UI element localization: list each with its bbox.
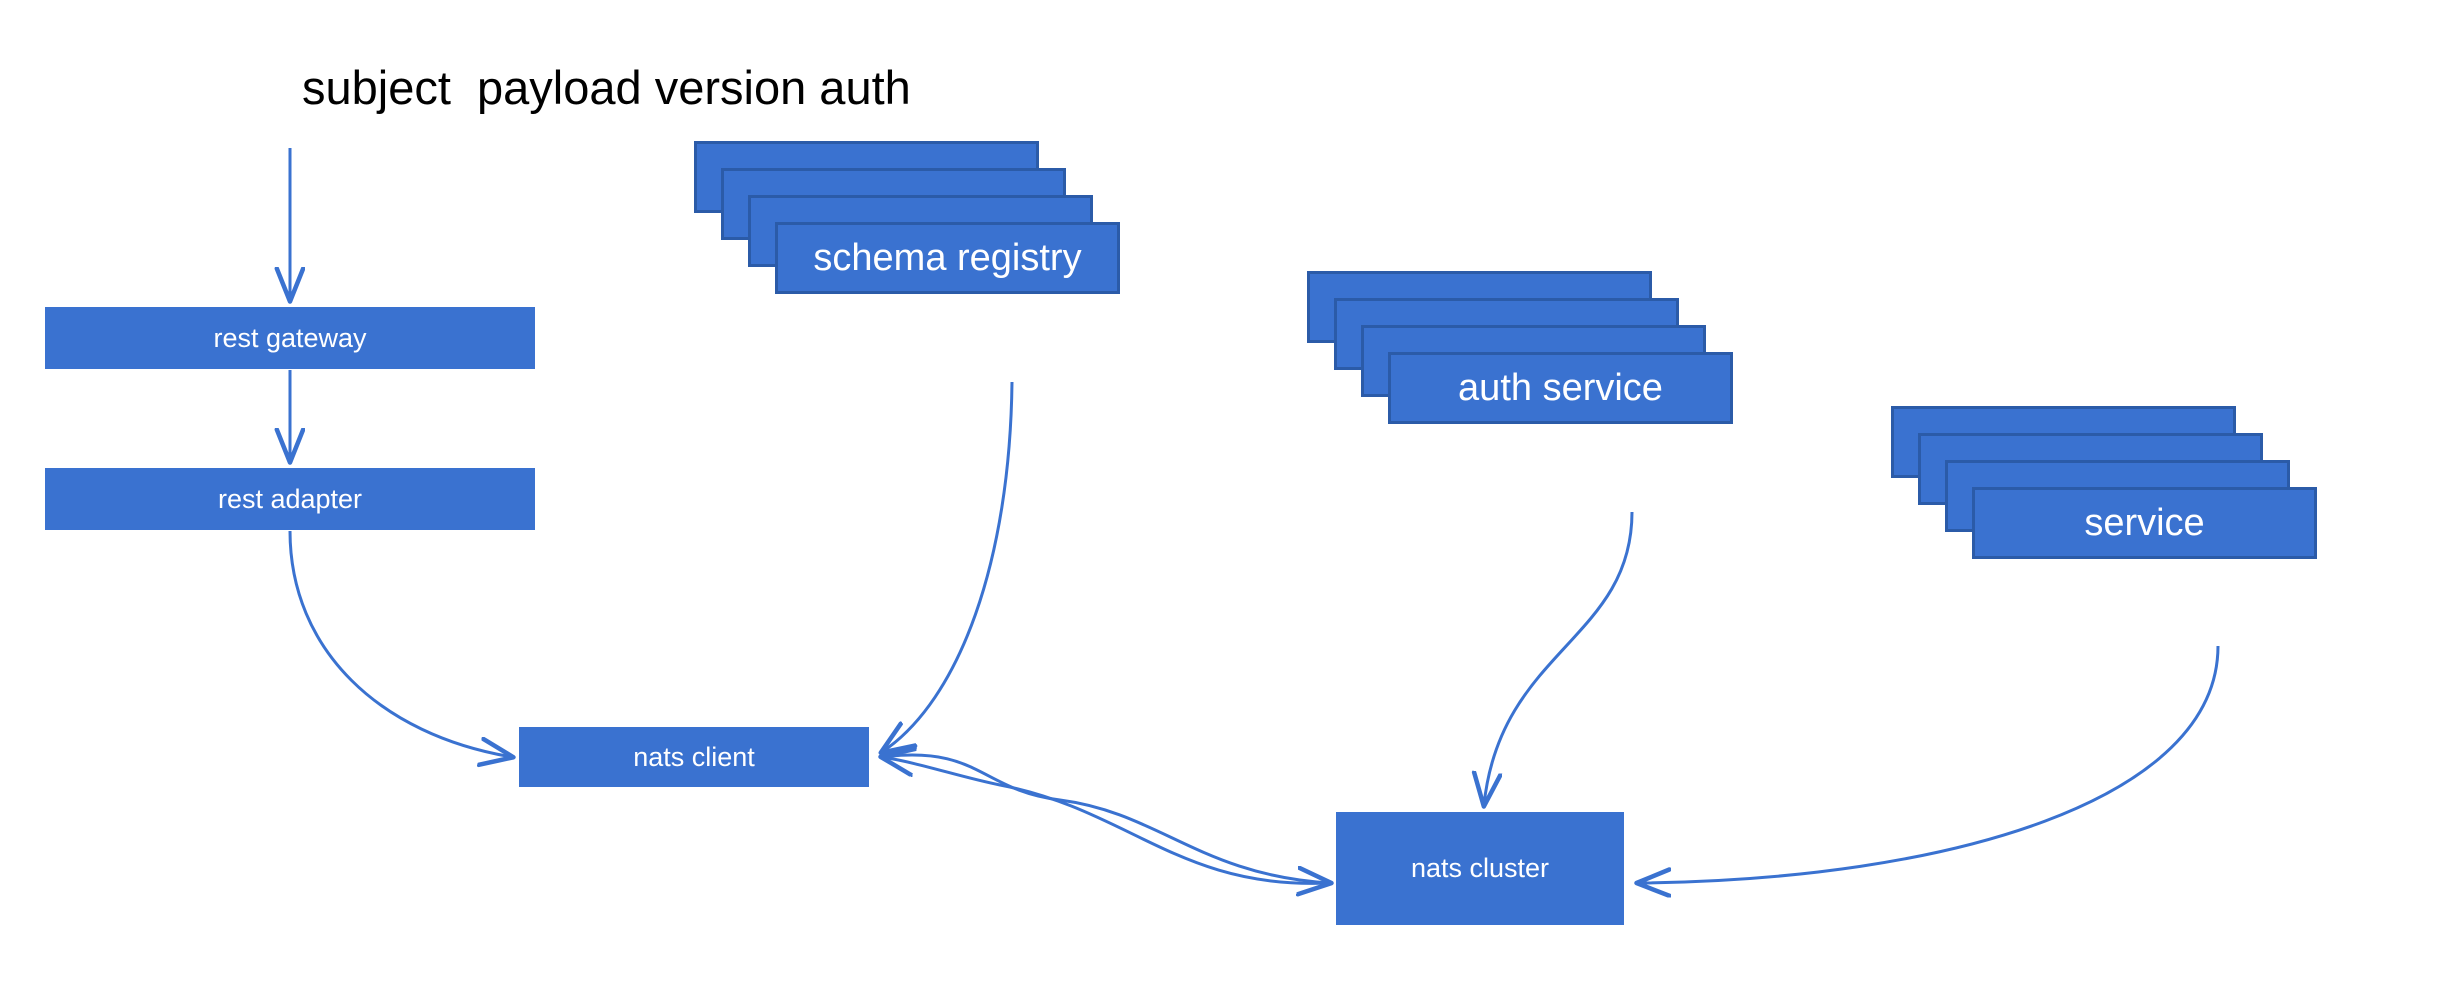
node-schema-registry-label: schema registry [813, 236, 1082, 279]
edge-service-to-nats-cluster [1638, 645, 2220, 883]
diagram-title: subject payload version auth [302, 61, 911, 114]
node-schema-registry-box[interactable]: schema registry [775, 222, 1120, 294]
node-nats-client-box[interactable]: nats client [519, 727, 869, 787]
node-rest-adapter-box[interactable]: rest adapter [45, 468, 535, 530]
node-rest-adapter-label: rest adapter [217, 483, 363, 514]
node-auth-service-label: auth service [1458, 366, 1663, 409]
edge-nats-client-to-nats-cluster [882, 755, 1330, 883]
node-nats-client-label: nats client [633, 741, 755, 772]
node-nats-cluster-label: nats cluster [1410, 853, 1550, 883]
edge-auth-service-to-nats-cluster [1484, 511, 1634, 805]
edge-rest-adapter-to-nats-client [288, 530, 512, 757]
node-auth-service-box[interactable]: auth service [1388, 352, 1733, 424]
node-service-box[interactable]: service [1972, 487, 2317, 559]
node-nats-cluster-box[interactable]: nats cluster [1336, 812, 1624, 925]
node-service-label: service [2084, 501, 2205, 544]
node-rest-gateway-label: rest gateway [213, 322, 367, 353]
node-rest-gateway-box[interactable]: rest gateway [45, 307, 535, 369]
edge-schema-registry-to-nats-client [882, 381, 1014, 752]
